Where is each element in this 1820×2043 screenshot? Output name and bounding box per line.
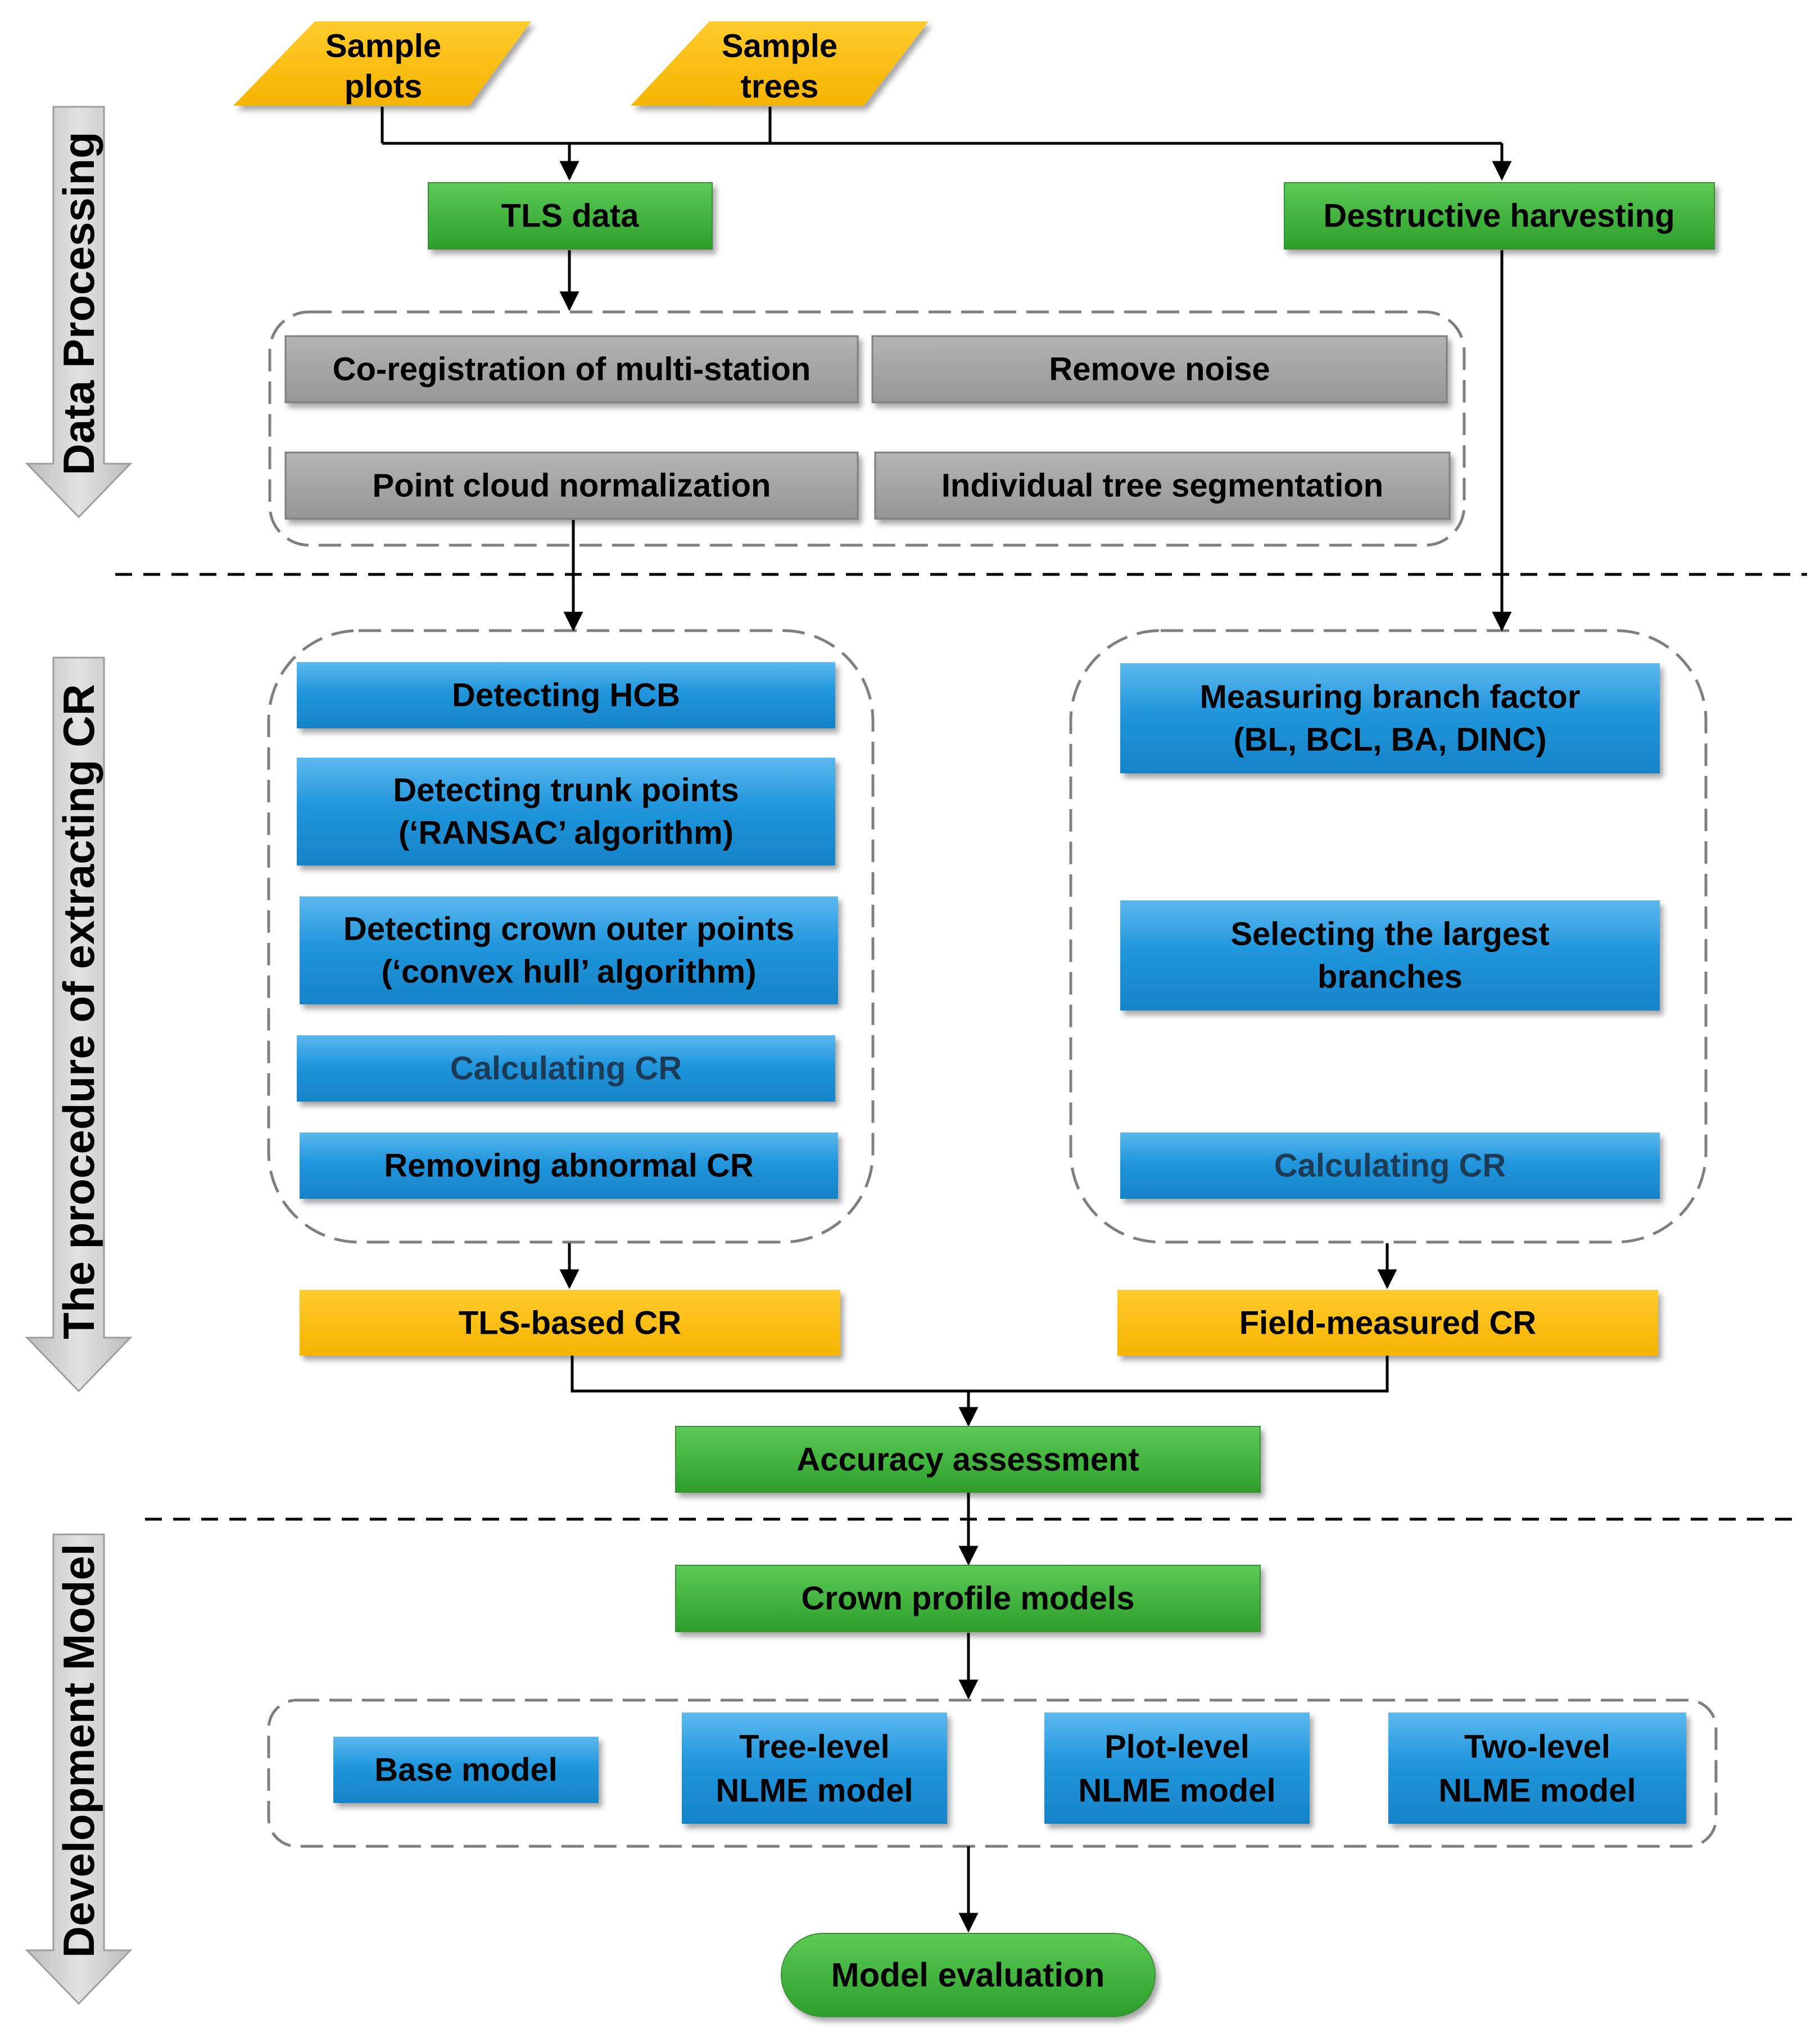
measuring-branch-box: Measuring branch factor (BL, BCL, BA, DI… bbox=[1120, 663, 1660, 773]
tls-data-label: TLS data bbox=[501, 198, 640, 234]
calculating-cr-left-label: Calculating CR bbox=[450, 1050, 682, 1087]
connector-cr-join bbox=[571, 1356, 1389, 1393]
measuring-branch-line1: Measuring branch factor bbox=[1200, 679, 1581, 715]
stage-label-extracting-cr: The procedure of extracting CR bbox=[54, 684, 103, 1339]
base-model-box: Base model bbox=[333, 1737, 599, 1803]
input-sample-plots: Sample plots bbox=[233, 21, 531, 106]
sample-plots-line2: plots bbox=[345, 69, 423, 105]
model-evaluation-terminal: Model evaluation bbox=[781, 1933, 1156, 2017]
stage-arrow-development-model: Development Model bbox=[25, 1533, 133, 2005]
sample-trees-line2: trees bbox=[741, 69, 819, 105]
sample-plots-line1: Sample bbox=[325, 28, 441, 65]
segmentation-label: Individual tree segmentation bbox=[941, 468, 1383, 504]
selecting-largest-line1: Selecting the largest bbox=[1230, 916, 1549, 953]
tree-level-line2: NLME model bbox=[716, 1773, 913, 1809]
tls-based-cr-box: TLS-based CR bbox=[300, 1290, 840, 1356]
destructive-harvesting-label: Destructive harvesting bbox=[1323, 198, 1674, 234]
two-level-line1: Two-level bbox=[1464, 1729, 1610, 1765]
removing-abnormal-label: Removing abnormal CR bbox=[384, 1148, 753, 1184]
removing-abnormal-box: Removing abnormal CR bbox=[300, 1133, 838, 1199]
stage-arrow-extracting-cr: The procedure of extracting CR bbox=[25, 656, 133, 1393]
calculating-cr-right-label: Calculating CR bbox=[1274, 1148, 1506, 1184]
tls-based-cr-label: TLS-based CR bbox=[459, 1305, 681, 1342]
field-measured-cr-box: Field-measured CR bbox=[1117, 1290, 1658, 1356]
normalization-box: Point cloud normalization bbox=[284, 451, 859, 520]
two-level-line2: NLME model bbox=[1438, 1773, 1636, 1809]
calculating-cr-left-box: Calculating CR bbox=[297, 1035, 835, 1102]
segmentation-box: Individual tree segmentation bbox=[874, 451, 1451, 520]
destructive-harvesting-box: Destructive harvesting bbox=[1284, 182, 1715, 250]
trunk-points-line1: Detecting trunk points bbox=[393, 772, 739, 809]
input-sample-trees: Sample trees bbox=[631, 21, 929, 106]
selecting-largest-line2: branches bbox=[1318, 959, 1463, 995]
crown-points-box: Detecting crown outer points (‘convex hu… bbox=[300, 896, 838, 1004]
remove-noise-label: Remove noise bbox=[1049, 351, 1270, 388]
detecting-hcb-label: Detecting HCB bbox=[452, 677, 680, 714]
crown-points-line1: Detecting crown outer points bbox=[343, 911, 794, 948]
coregistration-label: Co-registration of multi-station bbox=[333, 351, 811, 388]
plot-level-line2: NLME model bbox=[1078, 1773, 1275, 1809]
trunk-points-line2: (‘RANSAC’ algorithm) bbox=[399, 815, 734, 851]
crown-profile-models-label: Crown profile models bbox=[802, 1580, 1135, 1617]
field-measured-cr-label: Field-measured CR bbox=[1239, 1305, 1537, 1342]
two-level-model-box: Two-level NLME model bbox=[1388, 1713, 1686, 1824]
plot-level-model-box: Plot-level NLME model bbox=[1044, 1713, 1310, 1824]
calculating-cr-right-box: Calculating CR bbox=[1120, 1133, 1660, 1199]
processing-group-container bbox=[268, 310, 1466, 547]
selecting-largest-box: Selecting the largest branches bbox=[1120, 900, 1660, 1011]
tree-level-model-box: Tree-level NLME model bbox=[682, 1713, 947, 1824]
sample-trees-line1: Sample bbox=[722, 28, 837, 65]
model-group-container bbox=[267, 1698, 1718, 1848]
measuring-branch-line2: (BL, BCL, BA, DINC) bbox=[1233, 722, 1546, 758]
plot-level-line1: Plot-level bbox=[1104, 1729, 1249, 1765]
crown-points-line2: (‘convex hull’ algorithm) bbox=[381, 954, 756, 990]
coregistration-box: Co-registration of multi-station bbox=[284, 335, 859, 404]
stage-arrow-data-processing: Data Processing bbox=[25, 106, 133, 519]
crown-profile-models-box: Crown profile models bbox=[675, 1565, 1261, 1632]
stage-label-data-processing: Data Processing bbox=[54, 132, 103, 475]
accuracy-assessment-box: Accuracy assessment bbox=[675, 1426, 1261, 1493]
normalization-label: Point cloud normalization bbox=[373, 468, 771, 504]
tls-data-box: TLS data bbox=[428, 182, 713, 250]
connectors bbox=[381, 107, 1512, 1933]
base-model-label: Base model bbox=[374, 1752, 558, 1788]
detecting-hcb-box: Detecting HCB bbox=[297, 662, 835, 728]
model-evaluation-label: Model evaluation bbox=[831, 1956, 1105, 1994]
remove-noise-box: Remove noise bbox=[871, 335, 1448, 404]
trunk-points-box: Detecting trunk points (‘RANSAC’ algorit… bbox=[297, 758, 835, 866]
accuracy-assessment-label: Accuracy assessment bbox=[796, 1442, 1139, 1478]
tree-level-line1: Tree-level bbox=[739, 1729, 890, 1765]
stage-label-development-model: Development Model bbox=[54, 1544, 103, 1958]
